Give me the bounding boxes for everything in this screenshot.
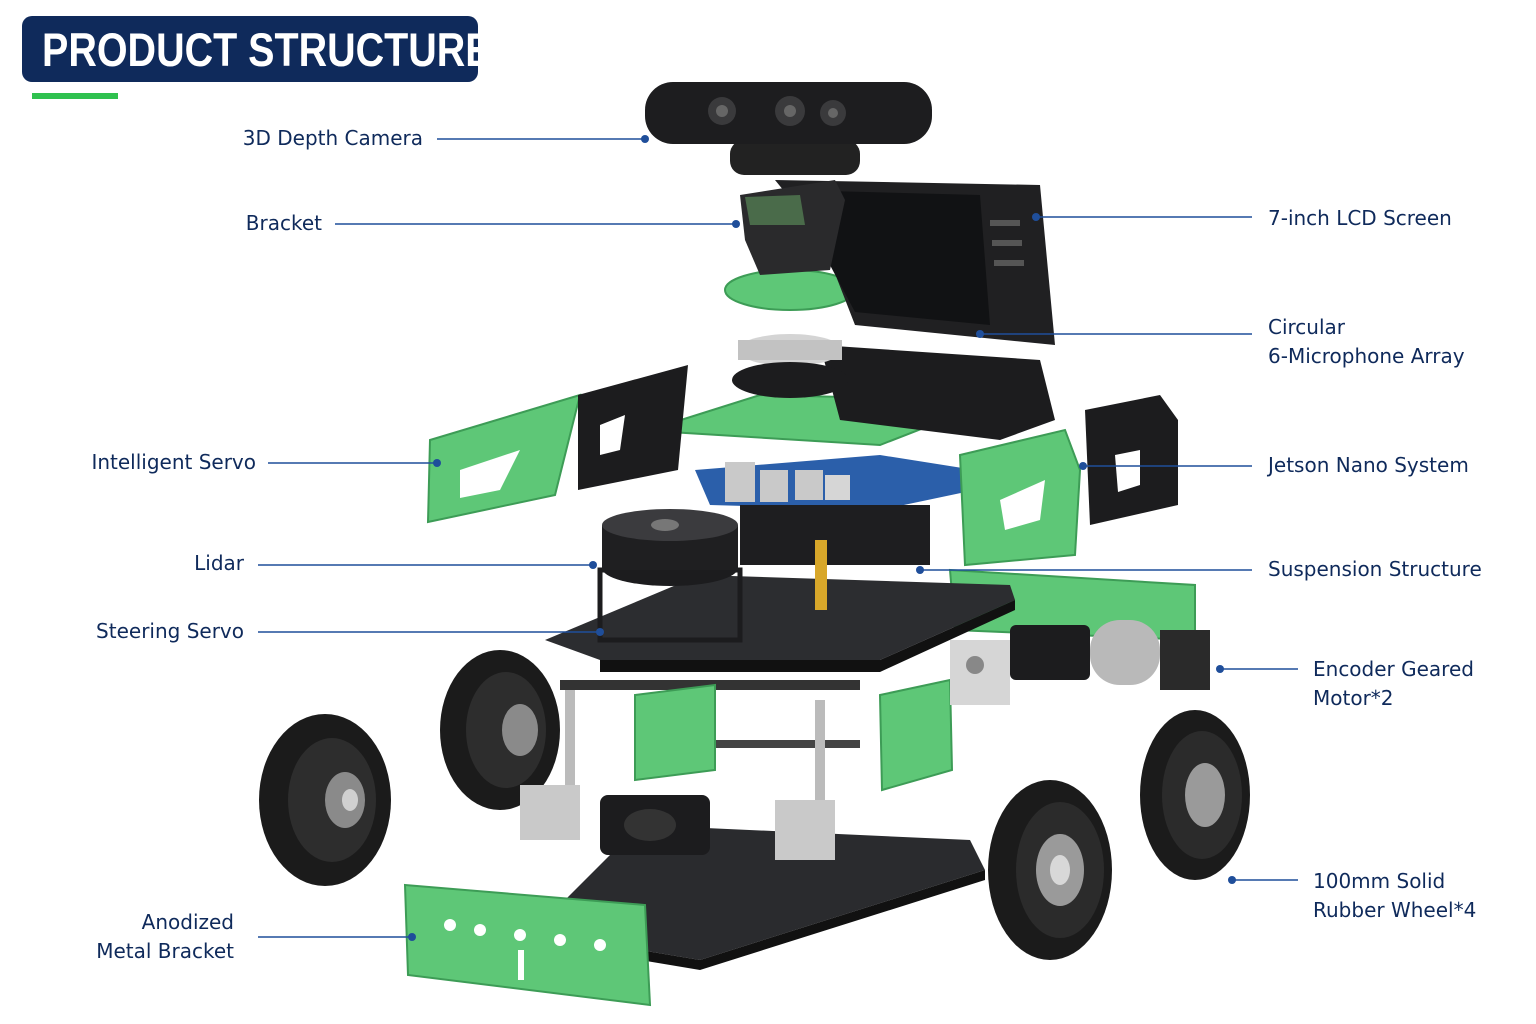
main-chassis-plate (545, 575, 1015, 672)
depth-camera-part (645, 82, 932, 175)
leader-dot-steering-servo (596, 628, 604, 636)
title-banner: PRODUCT STRUCTURE (22, 16, 492, 82)
wheel-rear-right (1140, 710, 1250, 880)
lcd-support-arm (820, 345, 1055, 440)
jetson-nano-board-part (695, 455, 975, 610)
microphone-array-part (724, 269, 856, 398)
label-bracket: Bracket (245, 211, 322, 235)
wheel-front-left (440, 650, 560, 810)
label-lidar: Lidar (194, 551, 244, 575)
label-depth-camera: 3D Depth Camera (242, 126, 423, 150)
leader-lines (258, 135, 1298, 941)
lidar-part (597, 509, 743, 643)
wheel-front-right (988, 780, 1112, 960)
leader-dot-bracket (732, 220, 740, 228)
label-suspension: Suspension Structure (1268, 557, 1482, 581)
camera-bracket-part (740, 180, 845, 275)
label-lcd-screen: 7-inch LCD Screen (1268, 206, 1452, 230)
encoder-geared-motor-part (950, 620, 1210, 705)
label-encoder-motor: Encoder Geared Motor*2 (1313, 657, 1474, 710)
leader-dot-rubber-wheel (1228, 876, 1236, 884)
label-rubber-wheel: 100mm Solid Rubber Wheel*4 (1313, 869, 1477, 922)
intelligent-servo-bracket-left (426, 365, 688, 524)
leader-dot-lidar (589, 561, 597, 569)
leader-dot-intelligent-servo (433, 459, 441, 467)
leader-dot-lcd-screen (1032, 213, 1040, 221)
label-intelligent-servo: Intelligent Servo (91, 450, 256, 474)
leader-dot-mic-array (976, 330, 984, 338)
leader-dot-anodized-bracket (408, 933, 416, 941)
label-steering-servo: Steering Servo (96, 619, 244, 643)
leader-dot-jetson-nano (1079, 462, 1087, 470)
title-accent-underline (32, 93, 118, 99)
intelligent-servo-bracket-right (958, 395, 1178, 567)
lcd-screen-part (775, 180, 1055, 345)
page-title: PRODUCT STRUCTURE (42, 22, 492, 76)
wheel-rear-left (259, 714, 391, 886)
leader-dot-encoder-motor (1216, 665, 1224, 673)
label-jetson-nano: Jetson Nano System (1268, 453, 1469, 477)
label-anodized-bracket: Anodized Metal Bracket (96, 910, 234, 963)
anodized-metal-bracket-part (403, 883, 652, 1007)
leader-dot-suspension (916, 566, 924, 574)
label-mic-array: Circular 6-Microphone Array (1268, 315, 1465, 368)
leader-dot-depth-camera (641, 135, 649, 143)
